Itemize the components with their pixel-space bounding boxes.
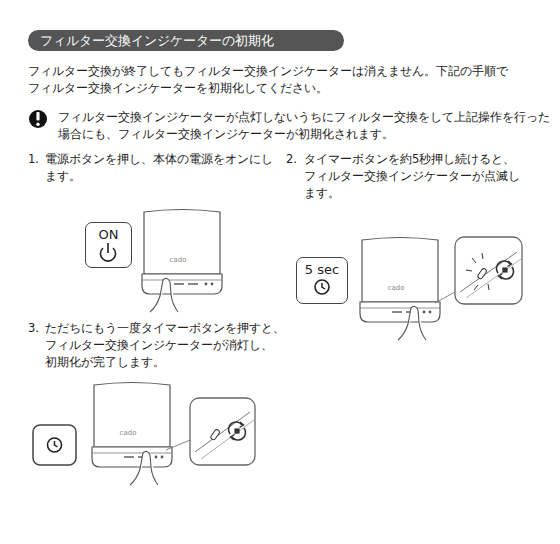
finger: [150, 278, 178, 312]
timer-button-box: [33, 425, 76, 465]
brand-mark: cado: [170, 256, 187, 264]
title-band: [28, 30, 344, 51]
warning-icon: [29, 110, 47, 128]
step-number: 1.: [28, 151, 39, 168]
timer-icon: [48, 438, 62, 452]
device: [360, 238, 440, 323]
step-text: タイマーボタンを約5秒押し続けると、 フィルター交換インジケーターが点滅し ます…: [304, 151, 549, 202]
magnified-view: [190, 398, 255, 465]
finger: [130, 451, 158, 485]
step-text: ただちにもう一度タイマーボタンを押すと、 フィルター交換インジケーターが消灯し、…: [45, 320, 290, 371]
box-label: 5 sec: [297, 262, 347, 278]
finger: [398, 306, 426, 340]
brand-mark: cado: [120, 429, 137, 437]
step-number: 2.: [286, 151, 297, 168]
intro-text: フィルター交換が終了してもフィルター交換インジケーターは消えません。下記の手順で…: [28, 63, 533, 97]
timer-icon: [315, 280, 329, 294]
box-label: ON: [86, 227, 131, 243]
magnified-view: [455, 237, 522, 304]
leader-line: [166, 440, 190, 450]
power-icon: [101, 243, 116, 261]
brand-mark: cado: [388, 284, 405, 292]
button-callout-box: ON: [85, 222, 132, 268]
button-callout-box: 5 sec: [296, 257, 348, 304]
section-title: フィルター交換インジケーターの初期化: [40, 31, 274, 51]
step-text: 電源ボタンを押し、本体の電源をオンにし ます。: [45, 151, 275, 185]
leader-line: [435, 292, 455, 303]
blink-rays: [466, 253, 489, 290]
note-text: フィルター交換インジケーターが点灯しないうちにフィルター交換をして上記操作を行っ…: [58, 109, 553, 143]
device: [142, 210, 222, 295]
step-number: 3.: [28, 320, 39, 337]
device: [92, 383, 172, 468]
